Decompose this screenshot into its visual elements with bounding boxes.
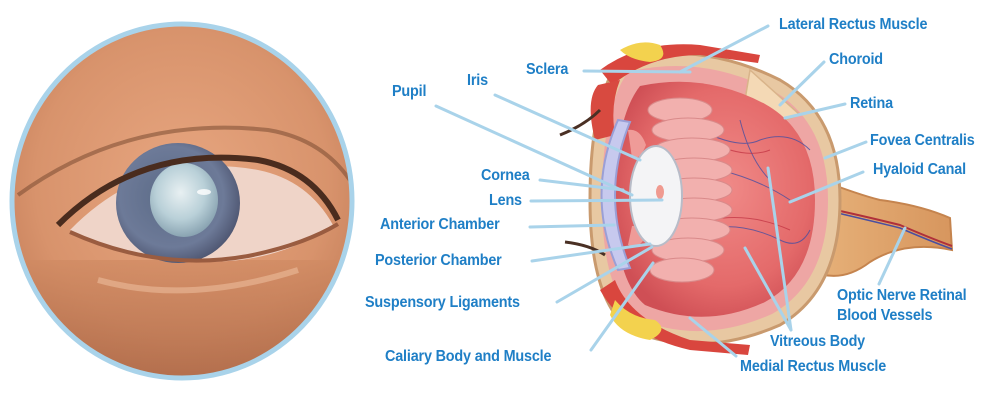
label-anterior-chamber: Anterior Chamber xyxy=(380,216,500,233)
label-suspensory-ligaments: Suspensory Ligaments xyxy=(365,294,520,311)
label-caliary-body-and-muscle: Caliary Body and Muscle xyxy=(385,348,552,365)
label-lateral-rectus-muscle: Lateral Rectus Muscle xyxy=(779,16,928,33)
label-blood-vessels: Blood Vessels xyxy=(837,307,933,324)
label-retina: Retina xyxy=(850,95,893,112)
label-optic-nerve-retinal: Optic Nerve Retinal xyxy=(837,287,967,304)
label-posterior-chamber: Posterior Chamber xyxy=(375,252,502,269)
label-pupil: Pupil xyxy=(392,83,427,100)
label-choroid: Choroid xyxy=(829,51,883,68)
cataract-eye-photo xyxy=(8,20,356,382)
label-lens: Lens xyxy=(489,192,522,209)
label-hyaloid-canal: Hyaloid Canal xyxy=(873,161,966,178)
eye-photo-image xyxy=(9,21,355,381)
label-fovea-centralis: Fovea Centralis xyxy=(870,132,975,149)
label-sclera: Sclera xyxy=(526,61,569,78)
label-medial-rectus-muscle: Medial Rectus Muscle xyxy=(740,358,887,375)
label-cornea: Cornea xyxy=(481,167,530,184)
label-iris: Iris xyxy=(467,72,488,89)
leader-lines xyxy=(434,24,907,358)
label-vitreous-body: Vitreous Body xyxy=(770,333,866,350)
